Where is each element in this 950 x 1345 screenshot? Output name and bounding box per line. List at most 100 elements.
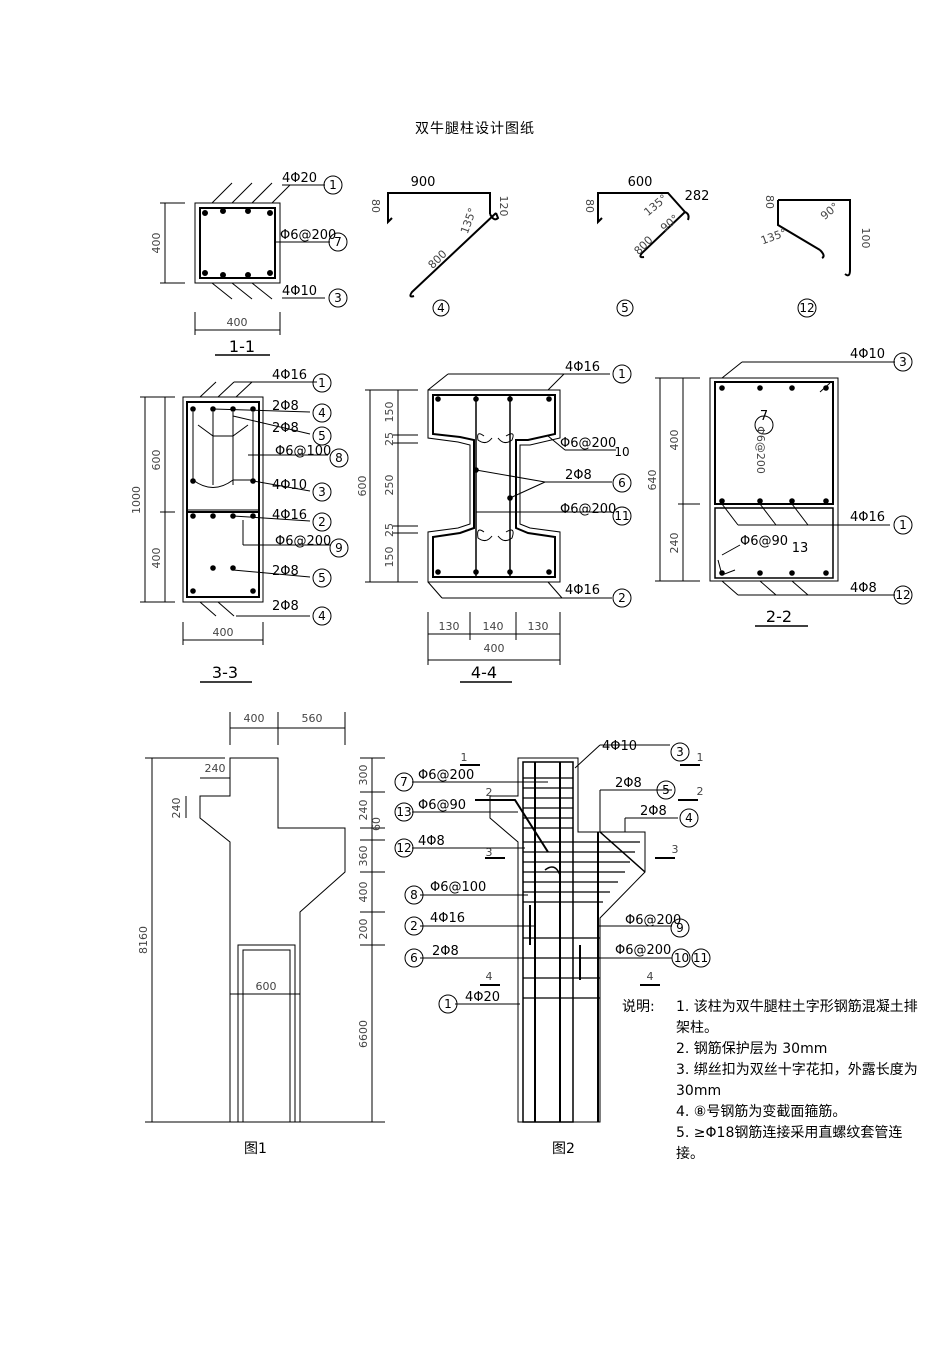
bar-shape-5 bbox=[597, 192, 690, 259]
callout-number: 6 bbox=[618, 476, 626, 490]
callout-number: 12 bbox=[895, 588, 910, 602]
callout-label: 2Φ8 bbox=[272, 399, 299, 414]
callout-label: Φ6@200 bbox=[560, 436, 616, 451]
callout-number: 3 bbox=[676, 745, 684, 759]
dimension-label: 240 bbox=[170, 798, 183, 819]
dimension-label: 400 bbox=[213, 626, 234, 639]
section-title: 3-3 bbox=[212, 663, 238, 682]
figure-2 bbox=[412, 744, 700, 1123]
dimension-label: 600 bbox=[150, 450, 163, 471]
callout-number: 3 bbox=[334, 291, 342, 305]
page-title: 双牛腿柱设计图纸 bbox=[415, 121, 535, 137]
dimension-label: 6600 bbox=[357, 1020, 370, 1048]
note-item: 1. 该柱为双牛腿柱土字形钢筋混凝土排架柱。 bbox=[676, 999, 918, 1036]
dimension-label: 360 bbox=[357, 846, 370, 867]
dimension-label: 800 bbox=[426, 248, 450, 272]
section-mark: 2 bbox=[486, 786, 493, 799]
callout-label: Φ6@200 bbox=[625, 913, 681, 928]
callout-number: 4 bbox=[685, 811, 693, 825]
figure-2-caption: 图2 bbox=[552, 1141, 575, 1157]
section-mark: 3 bbox=[672, 843, 679, 856]
section-mark: 4 bbox=[486, 970, 493, 983]
dimension-label: 240 bbox=[668, 533, 681, 554]
callout-label: 7 bbox=[760, 409, 768, 424]
callout-number: 10 bbox=[614, 445, 629, 459]
dimension-label: 240 bbox=[357, 800, 370, 821]
callout-label: 2Φ8 bbox=[615, 776, 642, 791]
dimension-label: 1000 bbox=[130, 486, 143, 514]
callout-label: 4Φ10 bbox=[282, 284, 317, 299]
section-3-3 bbox=[140, 381, 330, 683]
section-mark: 1 bbox=[697, 751, 704, 764]
section-title: 1-1 bbox=[229, 337, 255, 356]
callout-label: 2Φ8 bbox=[565, 468, 592, 483]
dimension-label: 80 bbox=[763, 195, 776, 209]
callout-label: 2Φ8 bbox=[640, 804, 667, 819]
callout-markers bbox=[312, 175, 913, 1014]
callout-number: 1 bbox=[618, 367, 626, 381]
dimension-label: 130 bbox=[528, 620, 549, 633]
callout-number: 5 bbox=[318, 571, 326, 585]
callout-number: 4 bbox=[437, 301, 445, 315]
callout-number: 13 bbox=[396, 805, 411, 819]
dimension-label: 90° bbox=[818, 200, 841, 222]
dimension-label: 400 bbox=[484, 642, 505, 655]
callout-number: 6 bbox=[410, 951, 418, 965]
callout-label: 4Φ10 bbox=[602, 739, 637, 754]
callout-label: Φ6@100 bbox=[430, 880, 486, 895]
callout-number: 4 bbox=[318, 406, 326, 420]
callout-label: 4Φ8 bbox=[418, 834, 445, 849]
figure-1 bbox=[145, 712, 385, 1123]
callout-number: 12 bbox=[799, 301, 814, 315]
callout-label: 2Φ8 bbox=[272, 421, 299, 436]
callout-number: 1 bbox=[444, 997, 452, 1011]
callout-number: 5 bbox=[662, 783, 670, 797]
dimension-label: 400 bbox=[244, 712, 265, 725]
dimension-label: 600 bbox=[628, 175, 653, 190]
note-item: 3. 绑丝扣为双丝十字花扣，外露长度为 30mm bbox=[676, 1062, 918, 1099]
callout-number: 3 bbox=[899, 355, 907, 369]
figure-1-caption: 图1 bbox=[244, 1141, 267, 1157]
section-title: 2-2 bbox=[766, 607, 792, 626]
notes-list: 1. 该柱为双牛腿柱土字形钢筋混凝土排架柱。 2. 钢筋保护层为 30mm 3.… bbox=[622, 997, 922, 1165]
callout-label: Φ6@200 bbox=[280, 228, 336, 243]
note-item: 2. 钢筋保护层为 30mm bbox=[676, 1041, 828, 1057]
note-item: 5. ≥Φ18钢筋连接采用直螺纹套管连接。 bbox=[676, 1125, 903, 1162]
section-mark: 4 bbox=[647, 970, 654, 983]
callout-label: Φ6@90 bbox=[418, 798, 466, 813]
dimension-label: 400 bbox=[357, 882, 370, 903]
dimension-label: 8160 bbox=[137, 926, 150, 954]
bar-shape-12 bbox=[777, 199, 851, 277]
callout-number: 1 bbox=[318, 376, 326, 390]
dimension-label: 150 bbox=[383, 547, 396, 568]
dimension-label: 400 bbox=[150, 233, 163, 254]
callout-number: 5 bbox=[318, 429, 326, 443]
callout-label: Φ6@90 bbox=[740, 534, 788, 549]
callout-label: Φ6@200 bbox=[418, 768, 474, 783]
callout-number: 7 bbox=[400, 775, 408, 789]
section-1-1 bbox=[160, 182, 330, 356]
dimension-label: 240 bbox=[205, 762, 226, 775]
section-mark: 3 bbox=[486, 846, 493, 859]
callout-number: 9 bbox=[676, 921, 684, 935]
callout-number: 8 bbox=[410, 888, 418, 902]
callout-label: 4Φ10 bbox=[272, 478, 307, 493]
callout-label: 2Φ8 bbox=[432, 944, 459, 959]
callout-number: 9 bbox=[335, 541, 343, 555]
dimension-label: 400 bbox=[150, 548, 163, 569]
section-title: 4-4 bbox=[471, 663, 497, 682]
callout-label: 4Φ16 bbox=[272, 508, 307, 523]
callout-label: 4Φ10 bbox=[850, 347, 885, 362]
callout-number: 1 bbox=[329, 178, 337, 192]
callout-label: 4Φ16 bbox=[565, 360, 600, 375]
dimension-label: 140 bbox=[483, 620, 504, 633]
callout-label: 4Φ16 bbox=[272, 368, 307, 383]
dimension-label: 800 bbox=[632, 234, 656, 258]
dimension-label: 250 bbox=[383, 475, 396, 496]
callout-label: Φ6@100 bbox=[275, 444, 331, 459]
notes-header: 说明: bbox=[622, 999, 655, 1015]
dimension-label: 130 bbox=[439, 620, 460, 633]
dimension-label: 135° bbox=[641, 192, 670, 219]
callout-number: 3 bbox=[318, 485, 326, 499]
